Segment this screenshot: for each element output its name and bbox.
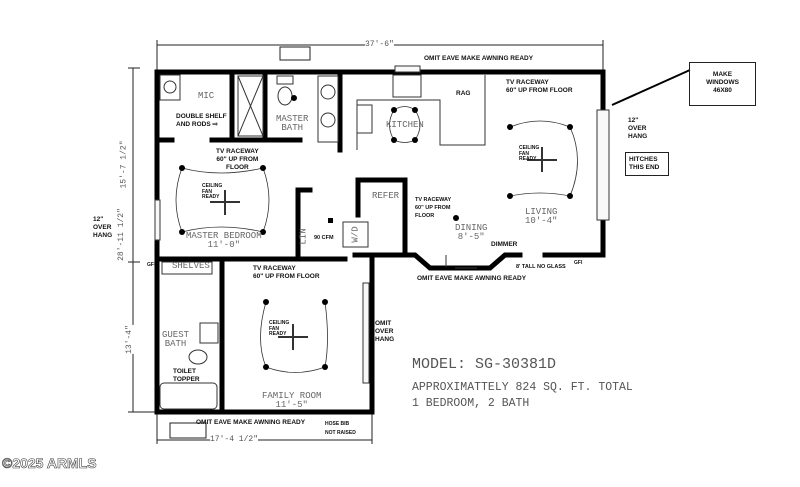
note-ceiling-fan-family: CEILING FAN READY [269, 320, 290, 337]
room-label-master-bedroom: MASTER BEDROOM 11'-0" [186, 231, 262, 250]
dimension-overall-width: 28'-11 1/2" [116, 208, 126, 261]
watermark: ©2025 ARMLS [2, 455, 97, 472]
note-tv-raceway-dining: TV RACEWAY 60" UP FROM FLOOR [415, 197, 452, 219]
model-area: APPROXIMATTELY 824 SQ. FT. TOTAL [412, 381, 633, 394]
make-windows-box: MAKE WINDOWS 46X80 [689, 62, 756, 106]
room-label-master-bath: MASTER BATH [276, 114, 309, 133]
note-ceiling-fan-living: CEILING FAN READY [519, 145, 540, 162]
note-cfm: 90 CFM [314, 235, 334, 241]
note-tv-raceway-bedroom: TV RACEWAY 60" UP FROM FLOOR [216, 148, 259, 171]
room-label-refer: REFER [372, 191, 400, 201]
room-label-kitchen: KITCHEN [386, 120, 424, 130]
note-omit-eave-top: OMIT EAVE MAKE AWNING READY [424, 55, 534, 62]
note-double-shelf: DOUBLE SHELF AND RODS ⇨ [176, 113, 227, 128]
note-tv-raceway-family: TV RACEWAY 60" UP FROM FLOOR [253, 265, 320, 280]
note-tv-raceway-living: TV RACEWAY 60" UP FROM FLOOR [506, 79, 573, 94]
room-label-shelves: SHELVES [172, 261, 210, 271]
note-gfi-left: GFI [147, 262, 156, 268]
room-label-family-room: FAMILY ROOM 11'-5" [262, 391, 322, 410]
note-overhang-left: 12" OVER HANG [93, 216, 113, 239]
model-beds-baths: 1 BEDROOM, 2 BATH [412, 397, 530, 410]
windows [154, 65, 610, 384]
dimension-upper-left: 15'-7 1/2" [119, 140, 129, 189]
note-hose-bib: HOSE BIB NOT RAISED [325, 421, 356, 436]
room-label-mic: MIC [198, 91, 215, 101]
fixtures [159, 74, 486, 410]
dimension-overall-length: 37'-6" [365, 40, 394, 49]
hitches-box: HITCHES THIS END [625, 152, 669, 176]
note-omit-overhang: OMIT OVER HANG [375, 320, 395, 343]
room-label-guest-bath: GUEST BATH [162, 330, 190, 349]
room-label-lin: LIN [298, 228, 309, 245]
leader-lines [611, 69, 691, 106]
ceiling-fans [210, 147, 557, 350]
model-name: MODEL: SG-30381D [412, 356, 557, 373]
room-label-living: LIVING 10'-4" [525, 207, 558, 226]
note-omit-eave-mid: OMIT EAVE MAKE AWNING READY [417, 275, 527, 282]
room-label-dining: DINING 8'-5" [455, 223, 488, 242]
note-omit-eave-bottom: OMIT EAVE MAKE AWNING READY [196, 419, 306, 426]
note-toilet-topper: TOILET TOPPER [173, 368, 200, 383]
note-gfi-right: GFI [574, 260, 583, 266]
note-make-windows: MAKE WINDOWS 46X80 [706, 71, 739, 94]
note-hitches: HITCHES THIS END [629, 156, 660, 171]
dimension-lower-left: 13'-4" [124, 325, 134, 354]
note-rag: RAG [456, 90, 471, 97]
light-fixtures [179, 95, 573, 370]
dimension-lower-width: 17'-4 1/2" [210, 435, 259, 444]
note-ceiling-fan-bedroom: CEILING FAN READY [202, 183, 223, 200]
room-label-wd: W/D [350, 226, 361, 243]
note-overhang-right: 12" OVER HANG [628, 117, 648, 140]
note-dimmer: DIMMER [491, 241, 518, 248]
note-tall-no-glass: 8' TALL NO GLASS [516, 264, 566, 270]
